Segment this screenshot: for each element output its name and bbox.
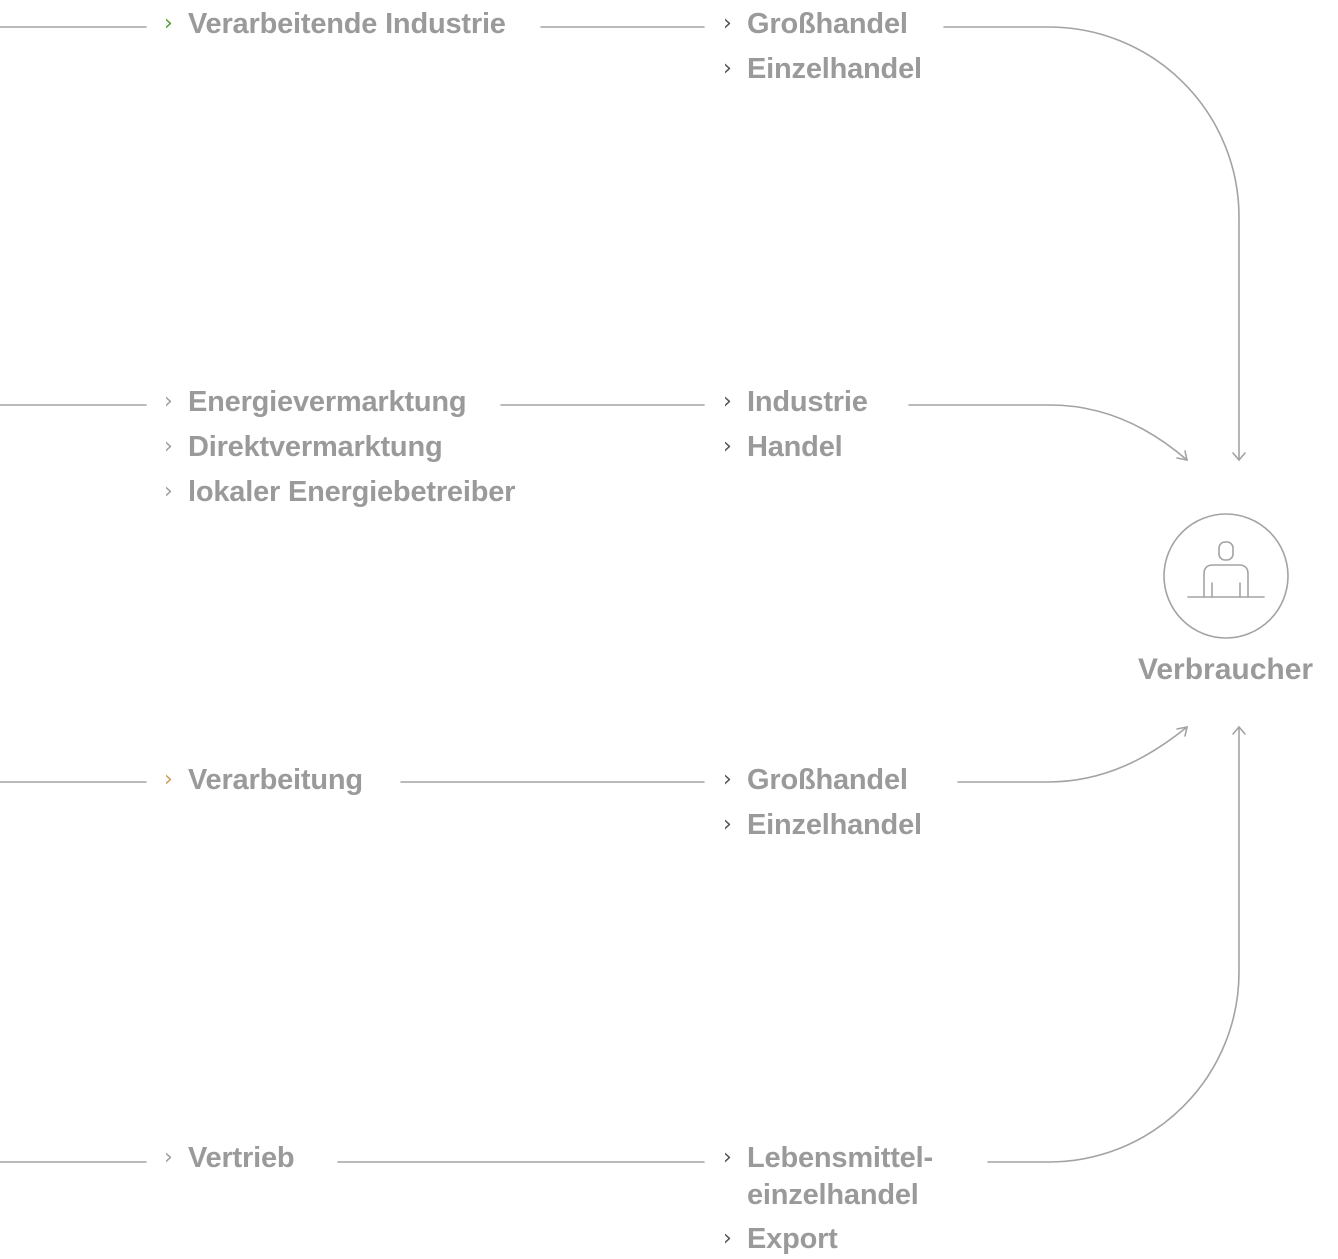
- stage1-label: Verarbeitung: [188, 764, 363, 796]
- flow-curve: [943, 26, 1240, 461]
- consumer-label: Verbraucher: [1138, 653, 1314, 686]
- arrowhead: [1176, 450, 1189, 462]
- stage2-label: Großhandel: [747, 8, 908, 40]
- stage1-label: Vertrieb: [188, 1142, 295, 1174]
- flow-curve: [987, 726, 1240, 1163]
- stage1-label: lokaler Energiebetreiber: [188, 476, 516, 508]
- chevron-right-icon: ›: [723, 1145, 732, 1170]
- stage1-label: Energievermarktung: [188, 386, 467, 418]
- chevron-right-icon: ›: [723, 767, 732, 792]
- stage2-label: einzelhandel: [747, 1179, 919, 1211]
- chevron-right-icon: ›: [164, 389, 173, 414]
- chevron-right-icon: ›: [164, 1145, 173, 1170]
- stage2-label: Großhandel: [747, 764, 908, 796]
- chevron-right-icon: ›: [164, 479, 173, 504]
- stage1-label: Verarbeitende Industrie: [188, 8, 506, 40]
- stage1-label: Direktvermarktung: [188, 431, 443, 463]
- arrowhead-up: [1232, 725, 1246, 735]
- chevron-right-icon: ›: [723, 56, 732, 81]
- flow-curve: [908, 404, 1188, 461]
- stage2-label: Handel: [747, 431, 843, 463]
- chevron-right-icon: ›: [723, 11, 732, 36]
- stage2-label: Industrie: [747, 386, 868, 418]
- flow-curve: [957, 726, 1188, 783]
- stage2-label: Export: [747, 1223, 838, 1255]
- stage2-label: Lebensmittel-: [747, 1142, 933, 1174]
- stage2-label: Einzelhandel: [747, 53, 922, 85]
- chevron-right-icon: ›: [723, 389, 732, 414]
- stage2-label: Einzelhandel: [747, 809, 922, 841]
- arrowhead-down: [1232, 452, 1246, 462]
- chevron-right-icon: ›: [723, 434, 732, 459]
- chevron-right-icon: ›: [723, 1226, 732, 1251]
- chevron-right-icon: ›: [164, 767, 173, 792]
- arrowhead: [1176, 725, 1189, 737]
- person-at-desk-icon: [1163, 513, 1289, 639]
- chevron-right-icon: ›: [164, 11, 173, 36]
- chevron-right-icon: ›: [723, 812, 732, 837]
- chevron-right-icon: ›: [164, 434, 173, 459]
